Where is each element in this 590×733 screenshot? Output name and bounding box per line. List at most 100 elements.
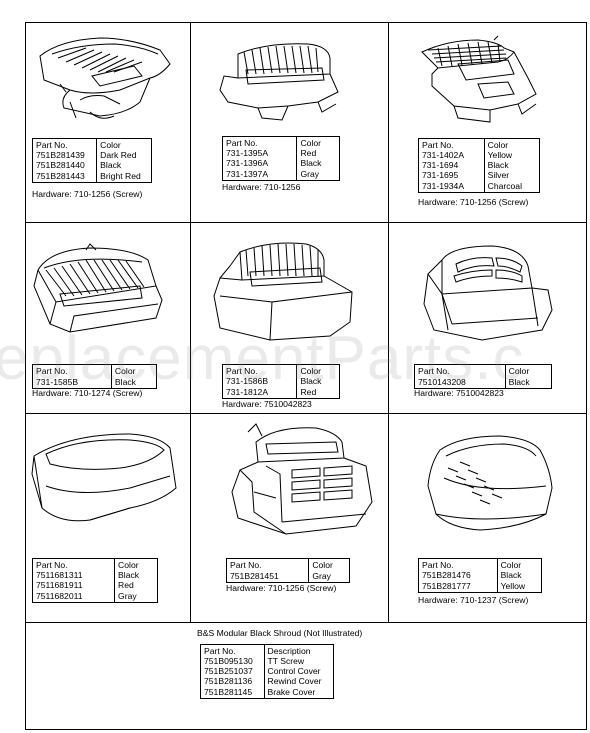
- grid-top-border: [25, 22, 587, 23]
- part-number: 751B281777: [418, 580, 498, 593]
- hardware-note-2: Hardware: 710-1256: [222, 182, 301, 192]
- hardware-note-8: Hardware: 710-1256 (Screw): [226, 583, 337, 593]
- part-number: 751B281439: [31, 150, 98, 160]
- part-number: 731-1586B: [221, 376, 298, 386]
- color-header: Color: [110, 364, 158, 376]
- grid-left-border: [25, 22, 26, 730]
- part-number: 731-1812A: [221, 386, 298, 399]
- part-number: 731-1396A: [221, 158, 298, 168]
- part-number: 731-1397A: [221, 168, 298, 181]
- part-number: 731-1694: [418, 160, 485, 170]
- part-color: Black: [296, 158, 340, 168]
- part-number: 731-1585B: [32, 376, 112, 389]
- part-color: Black: [114, 570, 158, 580]
- part-number: 751B281451: [225, 570, 310, 583]
- shroud-illustration-5: [213, 242, 353, 341]
- grid-row-divider-3: [25, 622, 587, 623]
- hardware-note-3: Hardware: 710-1256 (Screw): [418, 197, 529, 207]
- part-no-header: Part No.: [31, 138, 98, 150]
- part-number: 7511681911: [31, 580, 116, 590]
- shroud-illustration-2: [219, 43, 339, 121]
- shroud-illustration-4: [33, 243, 163, 333]
- color-header: Color: [496, 558, 543, 570]
- grid-col-divider-2: [388, 22, 389, 623]
- part-number: 731-1934A: [418, 180, 485, 193]
- part-color: Gray: [308, 570, 350, 583]
- color-header: Color: [483, 138, 541, 150]
- hardware-note-6: Hardware: 7510042823: [414, 388, 504, 398]
- part-color: Black: [110, 376, 158, 389]
- part-color: Charcoal: [483, 180, 541, 193]
- part-number: 751B281443: [31, 170, 98, 183]
- hardware-note-9: Hardware: 710-1237 (Screw): [418, 595, 529, 605]
- color-header: Color: [296, 136, 340, 148]
- shroud-illustration-8: [231, 423, 373, 535]
- color-header: Color: [296, 364, 340, 376]
- part-color: Red: [296, 386, 340, 399]
- part-description: Control Cover: [263, 666, 335, 676]
- part-no-header: Part No.: [31, 558, 116, 570]
- hardware-note-4: Hardware: 710-1274 (Screw): [32, 388, 143, 398]
- part-color: Yellow: [483, 150, 541, 160]
- part-no-header: Part No.: [200, 644, 265, 656]
- part-color: Silver: [483, 170, 541, 180]
- part-number: 751B251037: [200, 666, 265, 676]
- part-description: Rewind Cover: [263, 676, 335, 686]
- part-number: 731-1695: [418, 170, 485, 180]
- color-header: Color: [114, 558, 158, 570]
- part-number: 751B281136: [200, 676, 265, 686]
- part-number: 751B095130: [200, 656, 265, 666]
- shroud-illustration-1: [39, 37, 171, 119]
- part-color: Dark Red: [96, 150, 152, 160]
- color-header: Color: [504, 364, 553, 376]
- grid-row-divider-2: [25, 413, 587, 414]
- part-color: Red: [114, 580, 158, 590]
- shroud-illustration-7: [31, 433, 177, 522]
- hardware-note-1: Hardware: 710-1256 (Screw): [32, 189, 143, 199]
- part-no-header: Part No.: [418, 558, 498, 570]
- part-color: Yellow: [496, 580, 543, 593]
- part-no-header: Part No.: [221, 364, 298, 376]
- part-color: Bright Red: [96, 170, 152, 183]
- grid-col-divider-1: [190, 22, 191, 623]
- part-color: Red: [296, 148, 340, 158]
- part-number: 7511681311: [31, 570, 116, 580]
- part-color: Black: [496, 570, 543, 580]
- part-number: 751B281145: [200, 686, 265, 699]
- part-number: 731-1402A: [418, 150, 485, 160]
- shroud-illustration-3: [421, 35, 537, 123]
- grid-right-border: [586, 22, 587, 730]
- part-number: 7510143208: [414, 376, 506, 389]
- grid-bottom-border: [25, 729, 587, 730]
- shroud-illustration-6: [423, 245, 553, 341]
- part-number: 751B281440: [31, 160, 98, 170]
- description-header: Description: [263, 644, 335, 656]
- footer-title: B&S Modular Black Shroud (Not Illustrate…: [197, 628, 363, 638]
- part-no-header: Part No.: [32, 364, 112, 376]
- part-color: Black: [504, 376, 553, 389]
- part-number: 751B281476: [418, 570, 498, 580]
- part-no-header: Part No.: [418, 138, 485, 150]
- grid-row-divider-1: [25, 222, 587, 223]
- color-header: Color: [96, 138, 152, 150]
- part-description: TT Screw: [263, 656, 335, 666]
- part-color: Black: [296, 376, 340, 386]
- hardware-note-5: Hardware: 7510042823: [222, 399, 312, 409]
- part-color: Gray: [296, 168, 340, 181]
- color-header: Color: [308, 558, 350, 570]
- part-no-header: Part No.: [221, 136, 298, 148]
- shroud-illustration-9: [427, 435, 553, 531]
- part-color: Gray: [114, 590, 158, 603]
- part-no-header: Part No.: [414, 364, 506, 376]
